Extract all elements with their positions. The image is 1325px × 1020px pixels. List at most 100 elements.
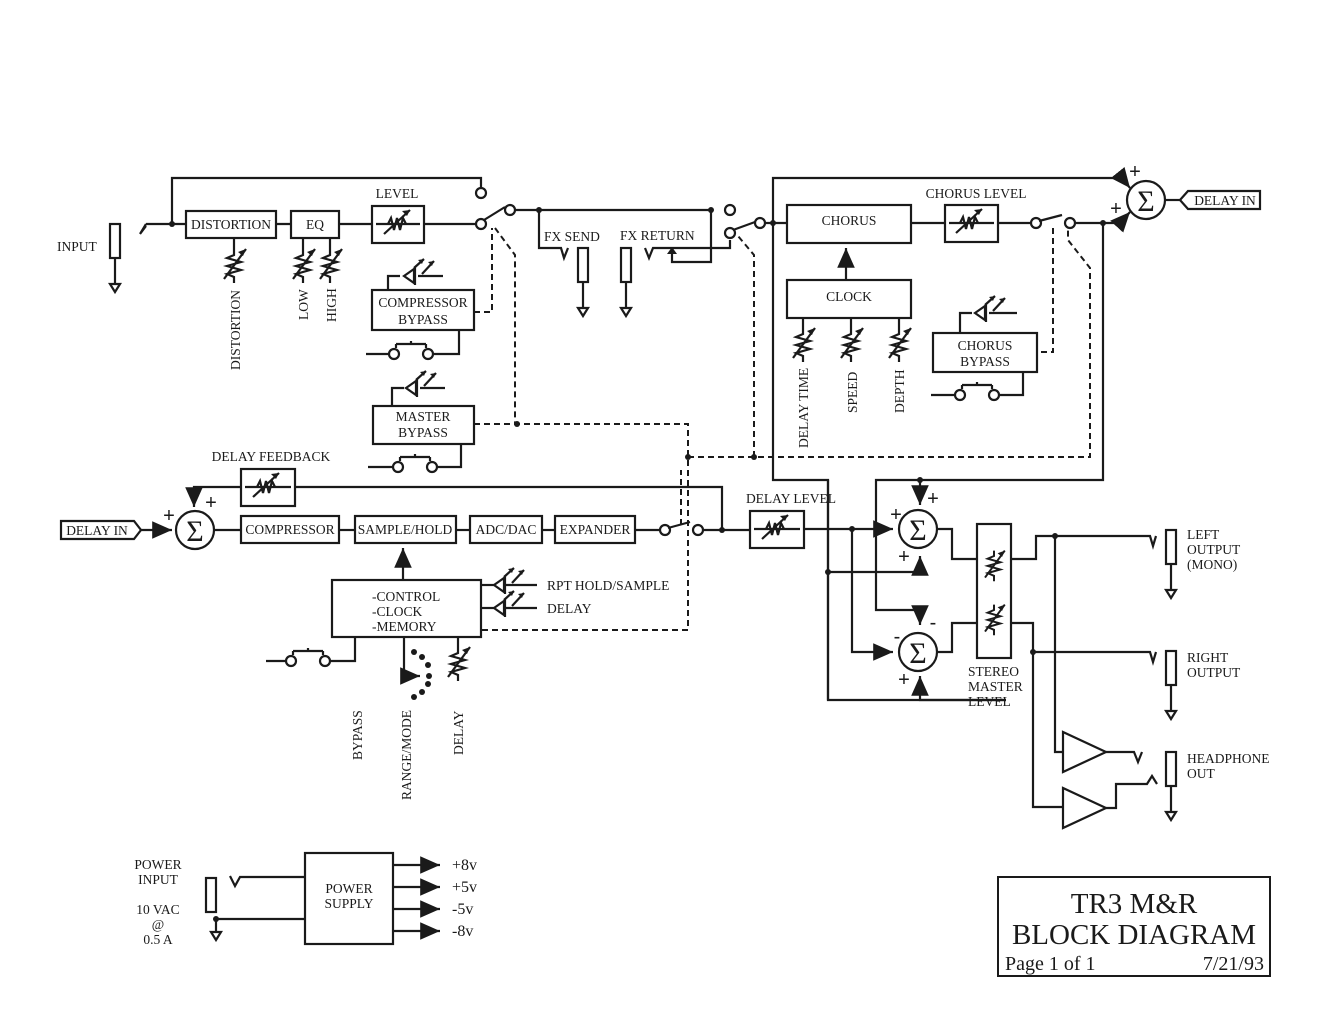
chorus-block: CHORUS bbox=[785, 203, 913, 245]
chorus-level-pot[interactable] bbox=[943, 203, 1000, 244]
delay-pot-label: DELAY bbox=[451, 710, 466, 755]
svg-text:EQ: EQ bbox=[306, 217, 324, 232]
compressor-bypass-block: COMPRESSOR BYPASS bbox=[366, 257, 476, 361]
svg-text:COMPRESSOR: COMPRESSOR bbox=[378, 295, 467, 310]
svg-text:Σ: Σ bbox=[909, 514, 926, 547]
stereo-label-2: MASTER bbox=[968, 679, 1023, 694]
input-label: INPUT bbox=[57, 239, 98, 254]
compressor-switch-arm[interactable] bbox=[483, 206, 506, 221]
title-block: TR3 M&R BLOCK DIAGRAM Page 1 of 1 7/21/9… bbox=[997, 876, 1271, 977]
chorus-bypass-footswitch[interactable] bbox=[953, 380, 1001, 402]
svg-text:POWER: POWER bbox=[325, 881, 372, 896]
distortion-pot[interactable] bbox=[222, 247, 248, 285]
chorus-bypass-block: CHORUS BYPASS bbox=[931, 294, 1039, 402]
svg-text:CLOCK: CLOCK bbox=[826, 289, 872, 304]
fx-switch-arm[interactable] bbox=[732, 220, 756, 232]
svg-text:COMPRESSOR: COMPRESSOR bbox=[245, 522, 334, 537]
delay-pot[interactable] bbox=[446, 645, 472, 683]
compressor-bypass-footswitch[interactable] bbox=[387, 339, 435, 361]
delay-level-pot[interactable] bbox=[748, 509, 806, 550]
bypass-wire bbox=[170, 176, 483, 224]
master-bypass-block: MASTER BYPASS bbox=[368, 369, 476, 474]
svg-text:OUTPUT: OUTPUT bbox=[1187, 542, 1241, 557]
stereo-master-level-pot[interactable] bbox=[975, 522, 1013, 660]
switch-contact bbox=[474, 186, 488, 200]
delay-led bbox=[492, 589, 526, 619]
level-pot[interactable] bbox=[370, 204, 426, 245]
title-line-1: TR3 M&R bbox=[1071, 888, 1198, 920]
stereo-label-1: STEREO bbox=[968, 664, 1019, 679]
fx-send: FX SEND bbox=[537, 210, 600, 318]
speed-label: SPEED bbox=[845, 371, 860, 413]
high-pot[interactable] bbox=[318, 247, 344, 285]
svg-text:BYPASS: BYPASS bbox=[398, 312, 448, 327]
svg-text:-CLOCK: -CLOCK bbox=[372, 604, 423, 619]
speed-pot[interactable] bbox=[839, 326, 865, 364]
svg-text:OUT: OUT bbox=[1187, 766, 1215, 781]
svg-text:RIGHT: RIGHT bbox=[1187, 650, 1229, 665]
delay-feedback-pot[interactable] bbox=[239, 467, 297, 508]
input-wire bbox=[139, 222, 172, 235]
headphone-jack bbox=[1164, 750, 1178, 822]
svg-text:EXPANDER: EXPANDER bbox=[560, 522, 631, 537]
delay-in-tag-top: DELAY IN bbox=[1178, 189, 1262, 211]
power-input: POWER INPUT 10 VAC @ 0.5 A bbox=[134, 857, 305, 947]
compressor-block: COMPRESSOR bbox=[239, 514, 341, 545]
svg-text:(MONO): (MONO) bbox=[1187, 557, 1237, 572]
delay-bypass-footswitch[interactable] bbox=[284, 646, 332, 668]
svg-text:MASTER: MASTER bbox=[396, 409, 451, 424]
right-output-jack bbox=[1164, 649, 1178, 721]
depth-pot[interactable] bbox=[887, 326, 913, 364]
svg-text:FX SEND: FX SEND bbox=[544, 229, 600, 244]
range-mode-label: RANGE/MODE bbox=[399, 710, 414, 800]
chorus-level-label: CHORUS LEVEL bbox=[926, 186, 1027, 201]
delay-in-tag-left: DELAY IN bbox=[59, 519, 143, 541]
svg-text:OUTPUT: OUTPUT bbox=[1187, 665, 1241, 680]
svg-text:SUPPLY: SUPPLY bbox=[325, 896, 374, 911]
fx-send-jack bbox=[576, 246, 590, 318]
svg-text:+: + bbox=[898, 546, 910, 568]
svg-text:POWER: POWER bbox=[134, 857, 181, 872]
low-pot[interactable] bbox=[291, 247, 317, 285]
sample-hold-block: SAMPLE/HOLD bbox=[353, 514, 458, 545]
svg-text:Σ: Σ bbox=[186, 515, 203, 548]
depth-label: DEPTH bbox=[892, 369, 907, 413]
chorus-sum-junction: Σ + + bbox=[1110, 161, 1167, 221]
master-bypass-footswitch[interactable] bbox=[391, 452, 439, 474]
svg-text:10 VAC: 10 VAC bbox=[136, 902, 179, 917]
adc-dac-block: ADC/DAC bbox=[468, 514, 544, 545]
svg-text:@: @ bbox=[152, 917, 164, 932]
left-output-jack bbox=[1164, 528, 1178, 600]
svg-text:FX RETURN: FX RETURN bbox=[620, 228, 695, 243]
svg-text:Σ: Σ bbox=[1137, 185, 1154, 218]
clock-block: CLOCK bbox=[785, 278, 913, 320]
distortion-pot-label: DISTORTION bbox=[228, 290, 243, 370]
svg-text:CHORUS: CHORUS bbox=[822, 213, 877, 228]
svg-text:-MEMORY: -MEMORY bbox=[372, 619, 437, 634]
compressor-bypass-led bbox=[402, 257, 436, 287]
svg-text:-CONTROL: -CONTROL bbox=[372, 589, 440, 604]
power-supply-block: POWER SUPPLY bbox=[303, 851, 395, 946]
svg-text:DISTORTION: DISTORTION bbox=[191, 217, 271, 232]
delay-switch-arm[interactable] bbox=[667, 520, 691, 530]
svg-text:DELAY IN: DELAY IN bbox=[1194, 193, 1256, 208]
svg-text:BYPASS: BYPASS bbox=[398, 425, 448, 440]
svg-text:INPUT: INPUT bbox=[138, 872, 179, 887]
delay-feedback-label: DELAY FEEDBACK bbox=[212, 449, 331, 464]
rail-plus-8v: +8v bbox=[452, 857, 477, 874]
rpt-hold-sample-label: RPT HOLD/SAMPLE bbox=[547, 578, 669, 593]
fx-switch-contact bbox=[723, 203, 737, 217]
svg-text:+: + bbox=[890, 504, 902, 526]
chorus-switch-arm[interactable] bbox=[1038, 213, 1063, 223]
svg-text:-: - bbox=[930, 612, 937, 634]
control-clock-memory-block: -CONTROL -CLOCK -MEMORY bbox=[330, 578, 483, 639]
svg-text:0.5 A: 0.5 A bbox=[143, 932, 173, 947]
chorus-bypass-led bbox=[973, 294, 1007, 324]
svg-text:DELAY IN: DELAY IN bbox=[66, 523, 128, 538]
svg-text:CHORUS: CHORUS bbox=[958, 338, 1013, 353]
rail-minus-5v: -5v bbox=[452, 901, 473, 918]
range-mode-rotary-switch[interactable] bbox=[400, 637, 432, 700]
delay-time-pot[interactable] bbox=[791, 326, 817, 364]
svg-text:+: + bbox=[927, 488, 939, 510]
